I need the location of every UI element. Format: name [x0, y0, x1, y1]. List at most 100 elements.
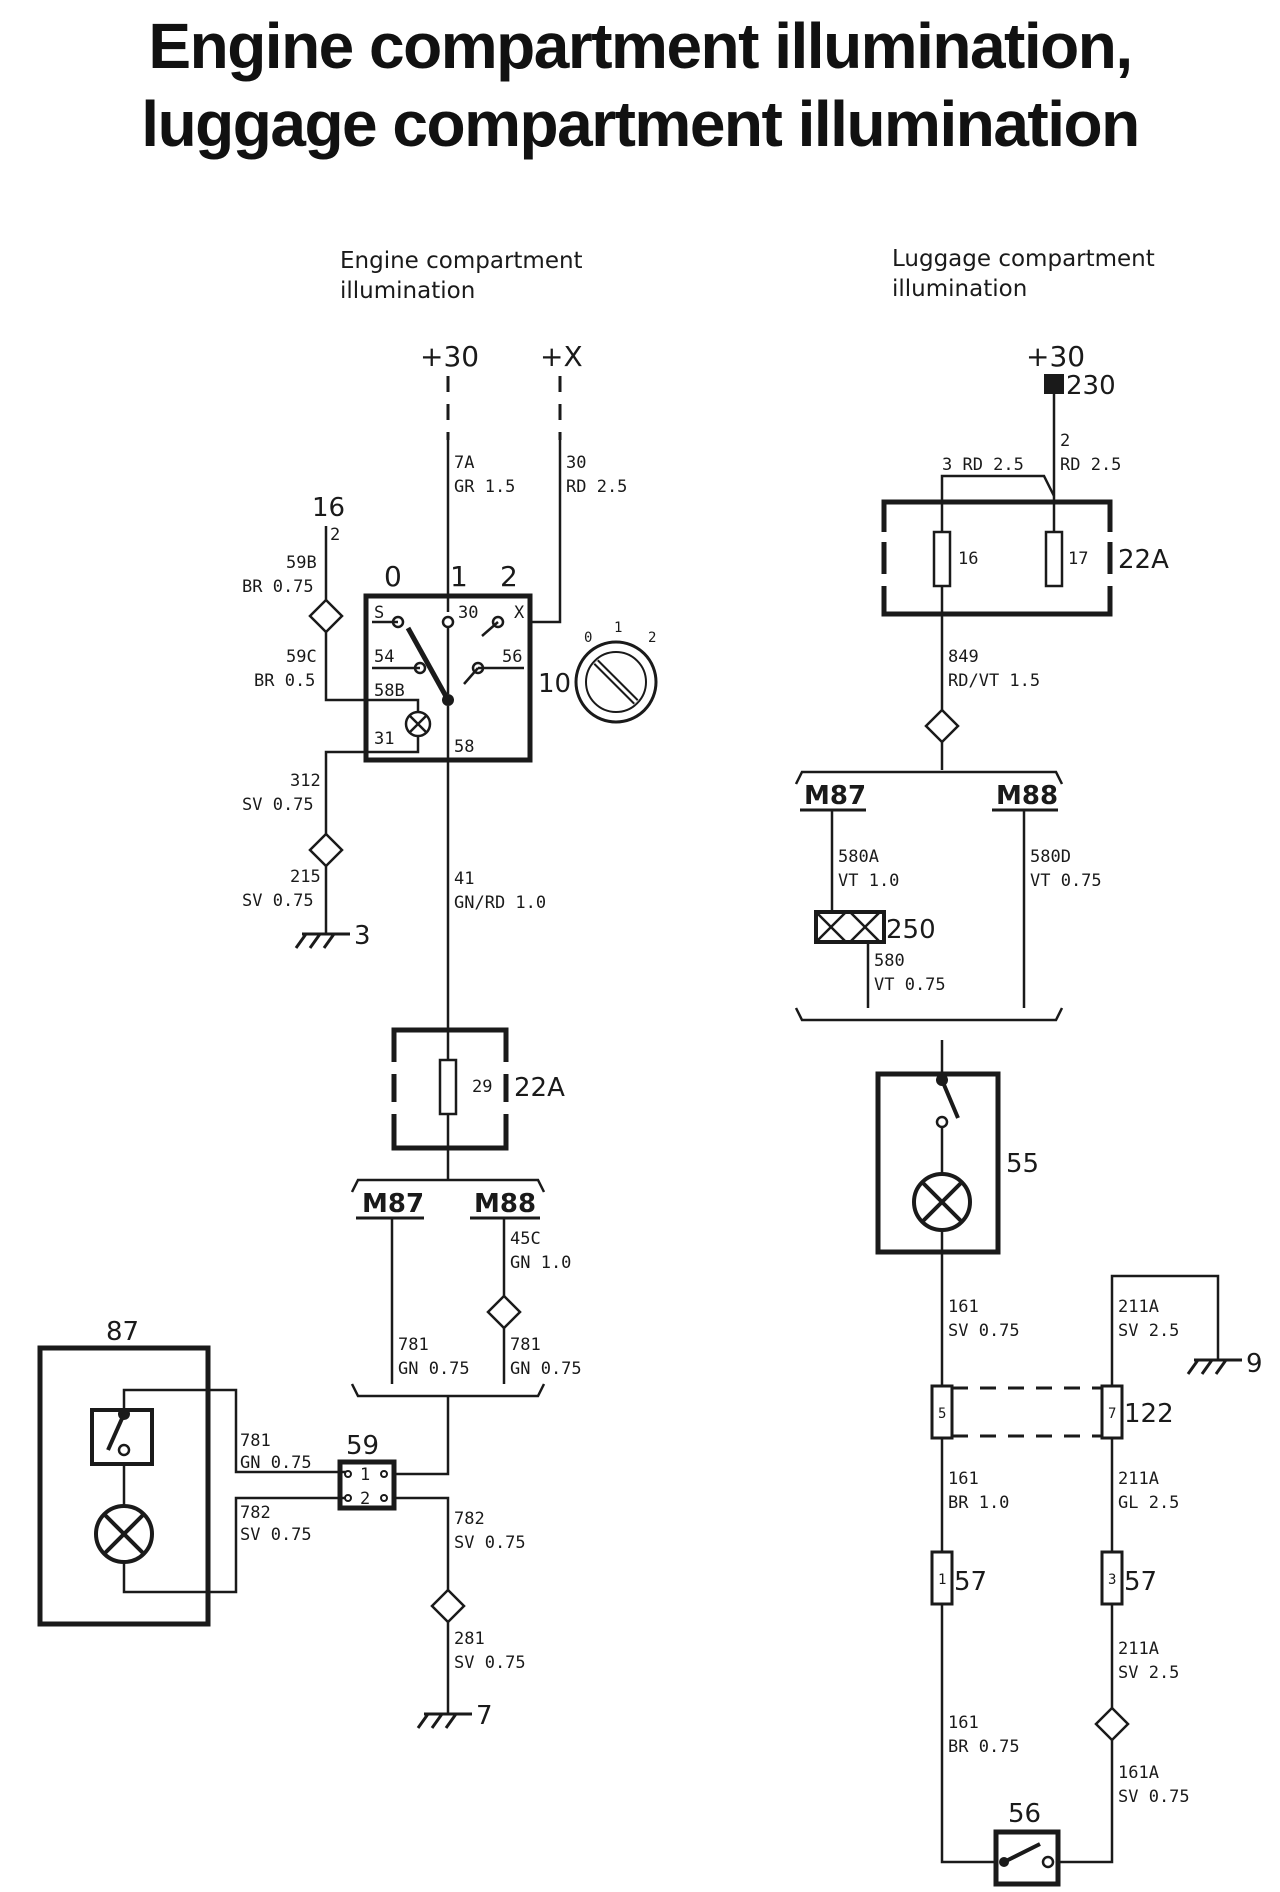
component-10-label: 10 [538, 669, 571, 699]
switch-pin-56: 56 [502, 647, 522, 667]
terminal-230 [1044, 374, 1064, 394]
option-M88-label: M88 [474, 1189, 536, 1219]
connector-250 [814, 910, 886, 944]
wire-281-label: 281 [454, 1629, 485, 1649]
connector-57a-label: 57 [954, 1567, 987, 1597]
luggage-supply-30-label: +30 [1026, 340, 1085, 373]
svg-text:2: 2 [360, 1489, 370, 1509]
luggage-fuse-box-22A [881, 499, 1113, 617]
wire-41-spec: GN/RD 1.0 [454, 893, 546, 913]
svg-text:1: 1 [938, 1572, 946, 1588]
fuse-17 [1044, 530, 1064, 588]
wire-161c [940, 1604, 996, 1864]
option-brace-bottom [350, 1383, 546, 1420]
ground-9-icon [1186, 1358, 1244, 1376]
switch-pin-58B: 58B [374, 681, 405, 701]
terminal-230-label: 230 [1066, 371, 1116, 401]
ground-7-icon [416, 1712, 474, 1730]
fuse-29 [438, 1058, 458, 1116]
wire-59C [324, 632, 372, 702]
switch-56-label: 56 [1008, 1799, 1041, 1829]
fuse-17-label: 17 [1068, 549, 1088, 569]
switch-position-2: 2 [500, 560, 518, 593]
wire-312-label: 312 [290, 771, 321, 791]
wire-161A-spec: SV 0.75 [1118, 1787, 1190, 1807]
svg-text:2: 2 [648, 630, 656, 646]
fuse-box-22A-label: 22A [514, 1073, 565, 1103]
wire-781b-label: 781 [510, 1335, 541, 1355]
engine-lamp-87-bulb-icon [94, 1504, 154, 1564]
wire-2-label: 2 [1060, 431, 1070, 451]
option-M87-label: M87 [362, 1189, 424, 1219]
wire-580D-spec: VT 0.75 [1030, 871, 1102, 891]
wire-41-label: 41 [454, 869, 474, 889]
wire-59B-spec: BR 0.75 [242, 577, 314, 597]
svg-text:0: 0 [584, 630, 592, 646]
luggage-option-M88-label: M88 [996, 781, 1058, 811]
svg-text:1: 1 [614, 620, 622, 636]
wire-59C-spec: BR 0.5 [254, 671, 315, 691]
wire-161b-spec: BR 1.0 [948, 1493, 1009, 1513]
luggage-heading-line-1: Luggage compartment [892, 246, 1155, 272]
wire-30-spec: RD 2.5 [566, 477, 627, 497]
wire-161A [1058, 1740, 1114, 1864]
svg-text:5: 5 [938, 1406, 946, 1422]
svg-text:1: 1 [360, 1465, 370, 1485]
wire-215-spec: SV 0.75 [242, 891, 314, 911]
wire-849-label: 849 [948, 647, 979, 667]
wire-781a-spec: GN 0.75 [398, 1359, 470, 1379]
supply-x-label: +X [540, 340, 583, 373]
wire-30-label: 30 [566, 453, 586, 473]
ignition-key-icon: 0 1 2 [574, 620, 658, 724]
ground-9-label: 9 [1246, 1349, 1263, 1379]
wire-161c-spec: BR 0.75 [948, 1737, 1020, 1757]
wire-3-label: 3 RD 2.5 [942, 455, 1024, 475]
wire-211Ac-spec: SV 2.5 [1118, 1663, 1179, 1683]
connector-59-label: 59 [346, 1431, 379, 1461]
splice-312-215 [308, 832, 344, 868]
splice-211A-161A [1094, 1706, 1130, 1742]
wire-30 [528, 440, 562, 624]
switch-pin-31: 31 [374, 729, 394, 749]
fuse-29-label: 29 [472, 1077, 492, 1097]
switch-pin-S: S [374, 603, 384, 623]
svg-text:7: 7 [1108, 1406, 1116, 1422]
wire-580-spec: VT 0.75 [874, 975, 946, 995]
splice-16 [308, 598, 344, 634]
connector-16-label: 16 [312, 493, 345, 523]
splice-849 [924, 708, 960, 744]
engine-heading-line-1: Engine compartment [340, 248, 583, 274]
luggage-option-brace-top [794, 770, 1064, 785]
switch-position-0: 0 [384, 560, 402, 593]
connector-122: 5 7 [930, 1384, 1124, 1440]
wire-782b [394, 1496, 450, 1590]
wire-781c-spec: GN 0.75 [240, 1453, 312, 1473]
wire-781c-label: 781 [240, 1431, 271, 1451]
luggage-lamp-55-bulb-icon [912, 1172, 972, 1232]
luggage-switch-56 [993, 1829, 1061, 1887]
fuse-16 [932, 530, 952, 588]
connector-57b-label: 57 [1124, 1567, 1157, 1597]
wire-211Aa-label: 211A [1118, 1297, 1159, 1317]
diagram-title-line-1: Engine compartment illumination, [148, 10, 1131, 82]
fuse-16-label: 16 [958, 549, 978, 569]
luggage-lamp-55 [875, 1071, 1001, 1255]
wire-45C-label: 45C [510, 1229, 541, 1249]
wire-782b-spec: SV 0.75 [454, 1533, 526, 1553]
splice-45C-781 [486, 1294, 522, 1330]
switch-pin-X: X [514, 603, 525, 623]
switch-pin-54: 54 [374, 647, 394, 667]
wire-580A-label: 580A [838, 847, 879, 867]
wire-211Ac-label: 211A [1118, 1639, 1159, 1659]
switch-position-1: 1 [450, 560, 468, 593]
supply-30-label: +30 [420, 340, 479, 373]
wire-580A-spec: VT 1.0 [838, 871, 899, 891]
engine-compartment-circuit: Engine compartment illumination +30 +X 7… [37, 248, 658, 1731]
engine-lamp-87 [37, 1345, 211, 1627]
luggage-option-brace-bottom [794, 1007, 1064, 1022]
wire-211Ab-spec: GL 2.5 [1118, 1493, 1179, 1513]
diagram-title-line-2: luggage compartment illumination [141, 88, 1138, 160]
wire-161A-label: 161A [1118, 1763, 1159, 1783]
wire-211Aa-spec: SV 2.5 [1118, 1321, 1179, 1341]
